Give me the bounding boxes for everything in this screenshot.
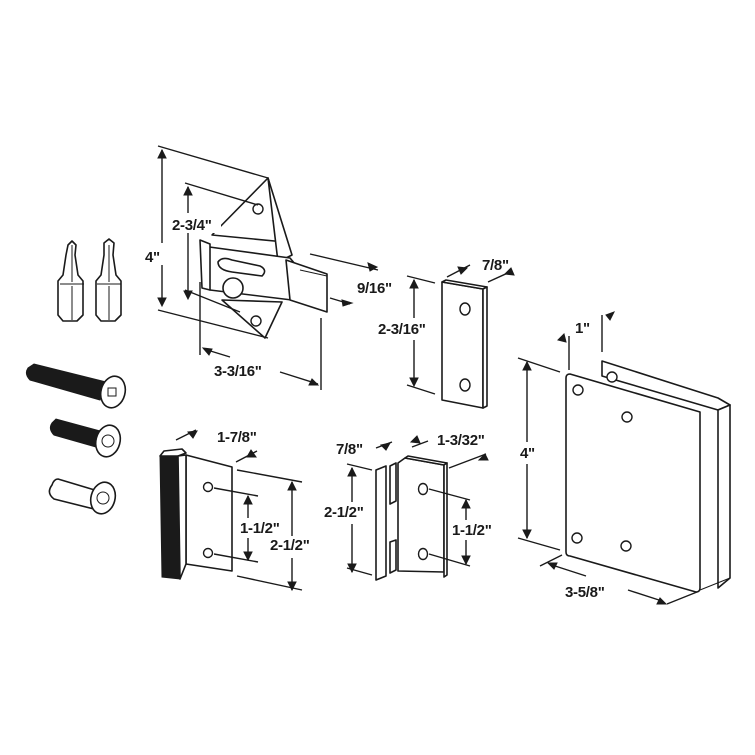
strike-plate-dimensions: 7/8" 2-3/16" <box>378 257 515 395</box>
latch-hole-spacing-label: 2-3/4" <box>172 217 212 234</box>
torx-bit-left <box>57 240 84 322</box>
bracket-width-label: 3-5/8" <box>565 584 605 601</box>
wraparound-height-label: 2-1/2" <box>324 504 364 521</box>
latch-bolt-width-label: 9/16" <box>357 280 392 297</box>
u-bracket-dimensions: 1" 4" 3-5/8" <box>516 311 698 605</box>
strike-plate <box>441 279 488 409</box>
wraparound-flange-width-label: 1-3/32" <box>437 432 485 449</box>
keeper-with-bumper-dimensions: 1-7/8" 1-1/2" 2-1/2" <box>175 429 320 592</box>
short-machine-screw <box>49 418 122 458</box>
slide-latch <box>199 177 328 339</box>
wraparound-keeper-dimensions: 7/8" 1-3/32" 2-1/2" 1-1/2" <box>322 432 502 576</box>
latch-height-label: 4" <box>145 249 160 266</box>
latch-length-label: 3-3/16" <box>214 363 262 380</box>
slide-latch-dimensions: 4" 2-3/4" 9/16" 3-3/16" <box>145 145 392 390</box>
torx-bit-right <box>95 238 122 322</box>
bracket-depth-label: 1" <box>575 320 590 337</box>
keeper-hole-spacing-label: 1-1/2" <box>240 520 280 537</box>
long-machine-screw <box>25 363 127 409</box>
barrel-nut <box>48 478 117 515</box>
wraparound-slot-width-label: 7/8" <box>336 441 363 458</box>
keeper-width-label: 1-7/8" <box>217 429 257 446</box>
bracket-height-label: 4" <box>520 445 535 462</box>
strike-width-label: 7/8" <box>482 257 509 274</box>
keeper-height-label: 2-1/2" <box>270 537 310 554</box>
wraparound-keeper <box>375 455 448 581</box>
keeper-with-bumper <box>159 448 233 580</box>
strike-height-label: 2-3/16" <box>378 321 426 338</box>
u-bracket <box>565 360 731 593</box>
wraparound-hole-spacing-label: 1-1/2" <box>452 522 492 539</box>
